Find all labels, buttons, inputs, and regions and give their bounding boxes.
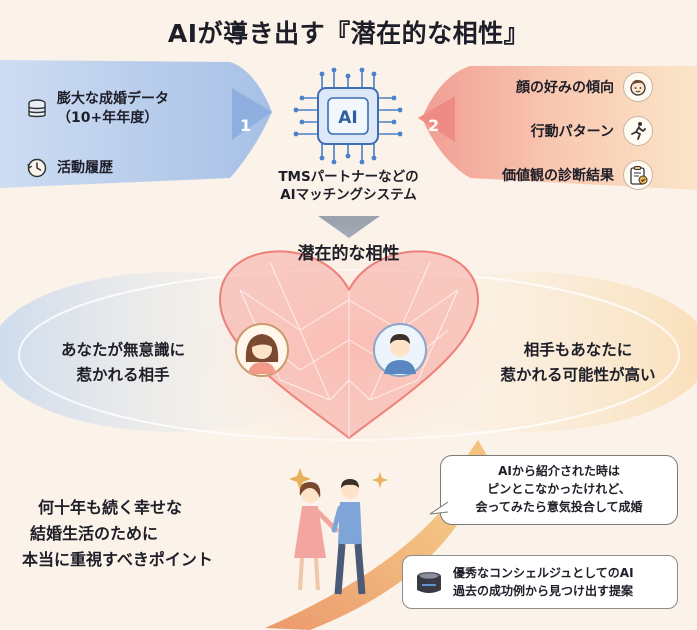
ai-chip-icon (293, 67, 403, 165)
left-flow-arrow (0, 60, 272, 188)
input-marriage-data-period: （10+年年度） (57, 110, 159, 126)
concierge-line2: 過去の成功例から見つけ出す提案 (453, 584, 634, 598)
bubble-tail (429, 501, 448, 515)
sparkles (289, 468, 388, 490)
right-flow-tip (418, 96, 455, 142)
right-statement-line2: 惹かれる可能性が高い (500, 366, 656, 384)
input-marriage-data-label: 膨大な成婚データ (57, 91, 169, 107)
bottom-statement-line3: 本当に重視すべきポイント (22, 550, 213, 569)
step-number-2: 2 (428, 116, 440, 135)
database-icon (28, 99, 46, 118)
left-statement-line2: 惹かれる相手 (76, 366, 170, 384)
step-number-1: 1 (240, 116, 252, 135)
ai-system-label-line2: AIマッチングシステム (280, 187, 417, 203)
input-activity-history-label: 活動履歴 (57, 159, 113, 176)
input-face-preference-label: 顔の好みの傾向 (516, 80, 614, 96)
concierge-note: 優秀なコンシェルジュとしてのAI 過去の成功例から見つけ出す提案 (402, 555, 678, 609)
man-avatar-icon (373, 323, 427, 377)
bottom-statement-line1: 何十年も続く幸せな (38, 498, 183, 517)
clipboard-check-icon (623, 160, 653, 190)
right-statement-line1: 相手もあなたに (523, 341, 633, 359)
input-values-diagnosis: 価値観の診断結果 (453, 160, 653, 190)
left-statement: あなたが無意識に 惹かれる相手 (18, 338, 228, 388)
smart-speaker-icon (417, 572, 441, 593)
input-values-diagnosis-label: 価値観の診断結果 (502, 168, 614, 184)
woman-avatar-icon (235, 323, 289, 377)
left-flow-tip (232, 88, 272, 140)
ai-system-label-line1: TMSパートナーなどの (278, 169, 419, 185)
left-statement-line1: あなたが無意識に (60, 341, 185, 359)
right-statement: 相手もあなたに 惹かれる可能性が高い (468, 338, 688, 388)
input-marriage-data: 膨大な成婚データ （10+年年度） (26, 90, 169, 128)
testimonial-line1: AIから紹介された時は (498, 464, 620, 478)
result-title: 潜在的な相性 (297, 244, 400, 264)
couple-illustration (294, 479, 366, 595)
bottom-statement-line2: 結婚生活のために (30, 524, 159, 543)
testimonial-line3: 会ってみたら意気投合して成婚 (475, 500, 643, 514)
input-behavior-pattern-label: 行動パターン (530, 124, 614, 140)
testimonial-line2: ピンとこなかったけれど、 (487, 482, 631, 496)
input-behavior-pattern: 行動パターン (453, 116, 653, 146)
input-activity-history: 活動履歴 (26, 157, 113, 179)
face-icon (623, 72, 653, 102)
concierge-line1: 優秀なコンシェルジュとしてのAI (453, 566, 634, 580)
testimonial-bubble: AIから紹介された時は ピンとこなかったけれど、 会ってみたら意気投合して成婚 (440, 455, 678, 525)
running-person-icon (623, 116, 653, 146)
input-face-preference: 顔の好みの傾向 (453, 72, 653, 102)
history-clock-icon (27, 158, 47, 178)
ai-chip-label: AI (338, 108, 358, 128)
page-title: AIが導き出す『潜在的な相性』 (167, 19, 530, 48)
ai-system-label: TMSパートナーなどの AIマッチングシステム (215, 168, 482, 204)
bottom-statement: 何十年も続く幸せな 結婚生活のために 本当に重視すべきポイント (22, 495, 213, 573)
